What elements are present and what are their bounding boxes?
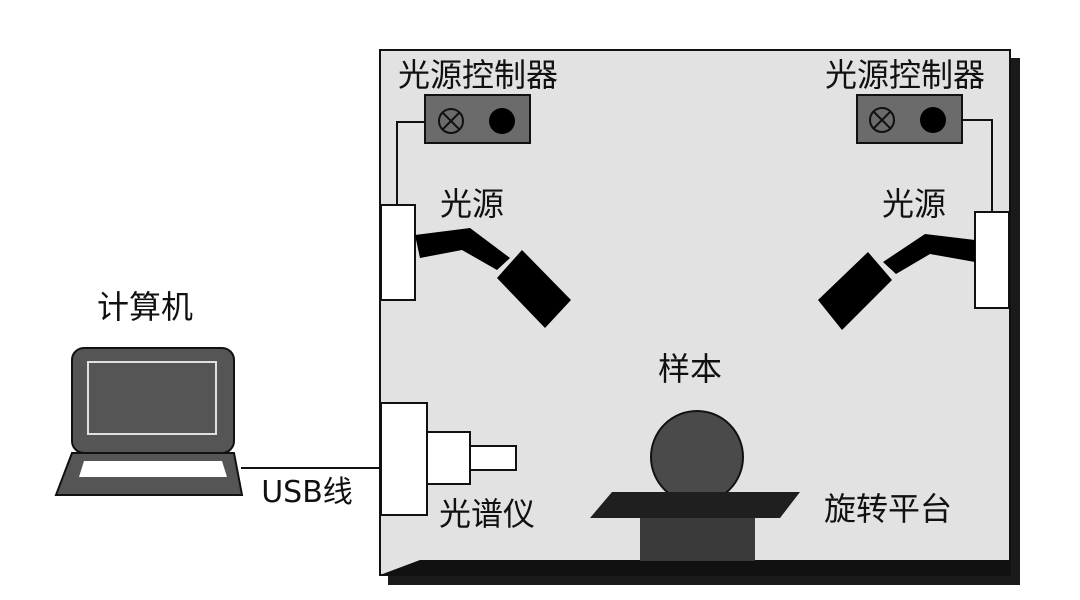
lamp-head-left [497,250,571,328]
spectrometer-label: 光谱仪 [439,495,535,533]
spectrometer [380,402,517,516]
light-source-right [818,211,1010,330]
light-controller-right [856,94,993,212]
lamp-symbol-icon [438,108,464,134]
light-source-left [380,204,571,328]
spectrometer-mount [380,402,428,516]
light-controller-left [396,94,531,205]
usb-cable-label: USB线 [261,475,353,510]
light-left-label: 光源 [440,185,504,223]
controller-wire-right [962,119,993,212]
controller-right-label: 光源控制器 [825,56,985,94]
lamp-symbol-icon [869,107,895,133]
sample-label: 样本 [658,350,722,388]
sample-sphere [650,410,744,504]
platform-top [590,492,800,518]
laptop-screen [87,361,217,435]
enclosure-base [380,560,1010,575]
rotating-platform-label: 旋转平台 [824,490,952,528]
controller-left-label: 光源控制器 [398,56,558,94]
lamp-head-right [818,252,892,330]
light-mount-right [974,211,1010,309]
light-arm-left [415,228,510,270]
light-mount-left [380,204,416,301]
spectrometer-body [426,431,471,485]
laptop-keyboard [79,461,227,477]
spectrometer-lens [469,445,517,471]
controller-wire-left [396,121,425,205]
light-arm-right [883,234,975,274]
computer-label: 计算机 [97,288,193,326]
power-dot-icon [920,107,946,133]
platform-stand [640,518,755,561]
sample-platform [590,410,800,561]
laptop-icon [54,347,244,496]
power-dot-icon [489,108,515,134]
light-right-label: 光源 [882,185,946,223]
controller-box-right [856,94,963,144]
